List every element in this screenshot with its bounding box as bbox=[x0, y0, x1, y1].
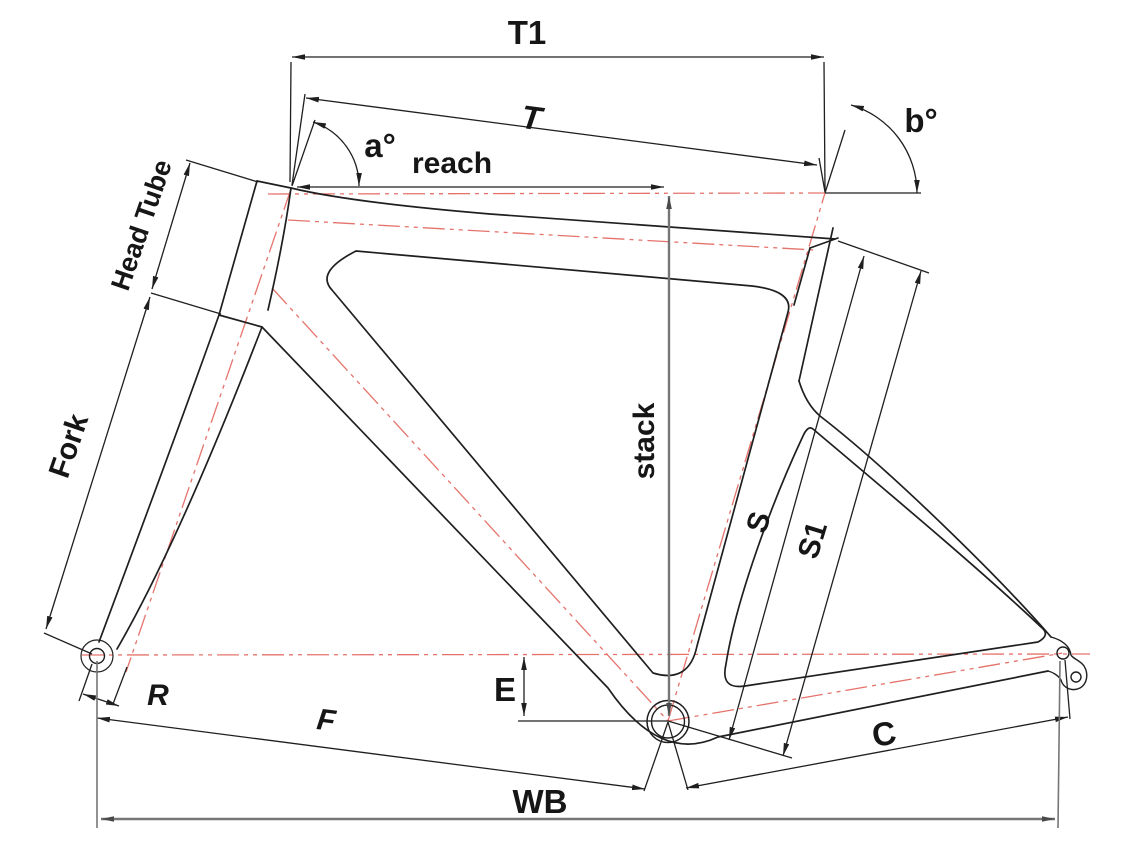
centerline-top-tube bbox=[287, 219, 815, 251]
centerlines bbox=[81, 188, 1091, 722]
centerline-steering-axis bbox=[125, 188, 292, 673]
label-seat-tube-full: S1 bbox=[792, 518, 834, 563]
main-triangle-window bbox=[326, 250, 790, 677]
dimensions-black bbox=[43, 54, 1071, 792]
dim-top-tube-horizontal bbox=[289, 54, 826, 191]
dim-head-tube bbox=[150, 159, 259, 315]
centerline-chainstay bbox=[667, 652, 1064, 722]
seat-tube-rear-edge bbox=[798, 227, 834, 382]
fork-crown-face bbox=[218, 314, 263, 328]
label-fork: Fork bbox=[43, 410, 95, 483]
labels: T1 T reach a° b° Head Tube Fork stack S … bbox=[43, 14, 938, 820]
label-head-angle: a° bbox=[364, 127, 396, 164]
dim-seat-angle bbox=[824, 104, 921, 194]
dim-wheelbase bbox=[96, 660, 1061, 829]
label-t1: T1 bbox=[508, 14, 547, 51]
frame-outline bbox=[80, 180, 1088, 745]
label-wheelbase: WB bbox=[513, 783, 568, 820]
head-tube-left-edge bbox=[218, 180, 258, 316]
centerline-seat-tube bbox=[667, 192, 826, 722]
label-front-center: F bbox=[315, 703, 338, 738]
centerline-axle bbox=[81, 653, 1091, 656]
derailleur-hanger-hole bbox=[1070, 671, 1082, 683]
seat-tube-front-edge-upper bbox=[793, 247, 811, 306]
head-tube-top-face bbox=[256, 180, 292, 189]
label-reach: reach bbox=[412, 147, 492, 180]
top-tube-top-edge bbox=[290, 187, 836, 240]
head-tube-right-edge bbox=[267, 187, 292, 311]
rear-triangle-window bbox=[724, 427, 1047, 688]
label-bb-drop: E bbox=[494, 671, 516, 708]
down-tube-lower-edge bbox=[261, 326, 1049, 745]
label-seat-angle: b° bbox=[904, 102, 937, 139]
dimensions-gray bbox=[96, 196, 1061, 829]
dim-head-angle bbox=[291, 119, 362, 187]
dim-bb-drop bbox=[518, 657, 668, 722]
dim-seat-tube-full bbox=[667, 240, 930, 759]
label-seat-tube: S bbox=[740, 508, 777, 537]
seat-stay-upper-edge bbox=[798, 380, 1052, 638]
dim-fork bbox=[43, 296, 151, 655]
dim-top-tube-actual bbox=[291, 93, 826, 193]
dim-seat-tube bbox=[728, 255, 865, 741]
centerline-head-top-horizontal bbox=[267, 192, 826, 195]
label-chainstay: C bbox=[869, 713, 899, 754]
dim-rake bbox=[78, 663, 128, 707]
dim-front-center bbox=[96, 716, 669, 792]
label-t: T bbox=[519, 98, 547, 138]
label-stack: stack bbox=[628, 402, 661, 479]
label-rake: R bbox=[147, 679, 169, 712]
label-head-tube: Head Tube bbox=[105, 156, 178, 294]
rear-axle-circle bbox=[1056, 646, 1070, 660]
centerline-down-tube bbox=[271, 287, 669, 722]
seat-tube-top-face bbox=[809, 237, 839, 249]
